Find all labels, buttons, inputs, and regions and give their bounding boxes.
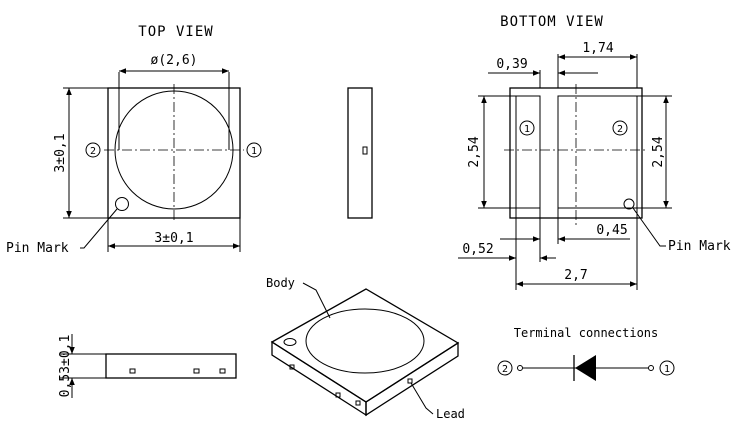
top-pin-1-label: 1 — [251, 146, 257, 157]
front-view-body — [105, 353, 237, 379]
bottom-view: BOTTOM VIEW 1,74 0,39 2,54 2,54 — [458, 14, 731, 290]
top-view: TOP VIEW ø(2,6) 3±0,1 3±0,1 2 1 Pin Mark — [6, 24, 262, 256]
top-view-title: TOP VIEW — [138, 24, 213, 40]
bottom-pad-2 — [557, 95, 638, 209]
iso-lens — [305, 308, 425, 374]
bottom-pin-2-circle — [612, 120, 628, 136]
dim-left-height-label: 2,54 — [467, 136, 482, 167]
dim-gap-right-label: 0,45 — [596, 223, 627, 238]
iso-left-face — [271, 340, 367, 417]
terminal-title: Terminal connections — [514, 326, 659, 340]
bottom-pin-mark-label: Pin Mark — [668, 239, 731, 254]
top-view-pin-mark — [115, 197, 129, 211]
dim-gap-left-label: 0,52 — [462, 242, 493, 257]
iso-pin-mark — [283, 338, 297, 346]
dim-pitch-label: 1,74 — [582, 41, 613, 56]
iso-view: Body Lead — [266, 276, 465, 421]
top-pin-mark-label: Pin Mark — [6, 241, 69, 256]
body-label: Body — [266, 276, 295, 290]
front-view: 0,53±0,1 — [58, 334, 237, 398]
dim-pad-width-label: 0,39 — [496, 57, 527, 72]
thickness-label: 0,53±0,1 — [58, 335, 73, 398]
terminal-connections: Terminal connections 2 1 — [497, 326, 675, 381]
top-pin-1-circle — [246, 142, 262, 158]
top-height-label: 3±0,1 — [53, 133, 68, 172]
terminal-pin-2-circle — [497, 360, 513, 376]
bottom-view-title: BOTTOM VIEW — [500, 14, 604, 30]
bottom-pad-1 — [515, 95, 541, 209]
dim-right-height-label: 2,54 — [651, 136, 666, 167]
dim-total-width-label: 2,7 — [564, 268, 587, 283]
lens-diameter-label: ø(2,6) — [151, 53, 198, 68]
top-pin-2-circle — [85, 142, 101, 158]
bottom-pin-2-label: 2 — [617, 124, 623, 135]
lead-label: Lead — [436, 407, 465, 421]
bottom-pin-mark — [623, 198, 635, 210]
iso-lead — [407, 378, 413, 384]
terminal-pin-2-label: 2 — [502, 364, 508, 375]
iso-top-face — [270, 288, 460, 403]
terminal-pin-1-label: 1 — [664, 364, 670, 375]
bottom-pin-1-circle — [519, 120, 535, 136]
diode-symbol — [575, 355, 596, 381]
bottom-pin-1-label: 1 — [524, 124, 530, 135]
top-width-label: 3±0,1 — [154, 231, 193, 246]
side-view-lead — [362, 146, 368, 155]
terminal-pin-1-circle — [659, 360, 675, 376]
top-pin-2-label: 2 — [90, 146, 96, 157]
side-view-body — [347, 87, 373, 219]
side-view — [347, 87, 373, 219]
